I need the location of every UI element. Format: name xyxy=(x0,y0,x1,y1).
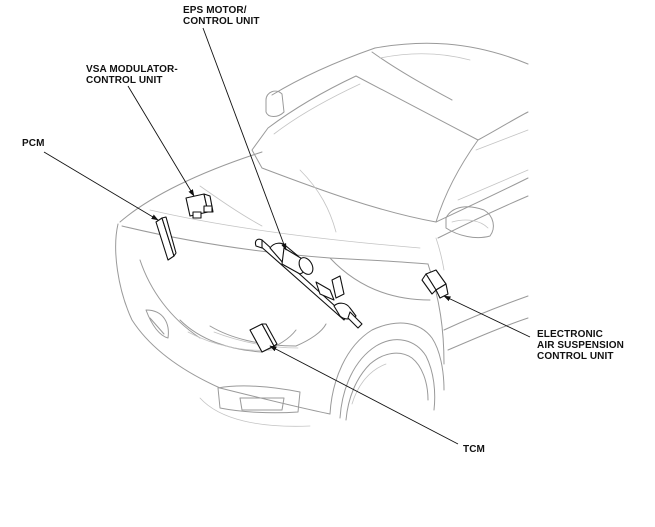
pcm-unit xyxy=(155,216,177,261)
eps-label-line1: EPS MOTOR/ xyxy=(183,5,247,16)
eps-leader xyxy=(202,27,287,251)
vsa-modulator-unit xyxy=(185,193,214,219)
eas-leader xyxy=(443,295,531,338)
tcm-label: TCM xyxy=(463,444,485,455)
vsa-label-line1: VSA MODULATOR- xyxy=(86,64,178,75)
eas-label-line3: CONTROL UNIT xyxy=(537,351,614,362)
pcm-label: PCM xyxy=(22,138,45,149)
tcm-leader xyxy=(269,345,459,445)
eas-label-line1: ELECTRONIC xyxy=(537,329,603,340)
eps-motor-unit xyxy=(254,238,363,329)
eas-label-line2: AIR SUSPENSION xyxy=(537,340,624,351)
pcm-leader xyxy=(43,151,159,221)
vsa-leader xyxy=(127,85,195,197)
eps-label-line2: CONTROL UNIT xyxy=(183,16,260,27)
vsa-label-line2: CONTROL UNIT xyxy=(86,75,163,86)
vehicle-outline xyxy=(115,42,529,427)
air-suspension-unit xyxy=(421,269,449,299)
